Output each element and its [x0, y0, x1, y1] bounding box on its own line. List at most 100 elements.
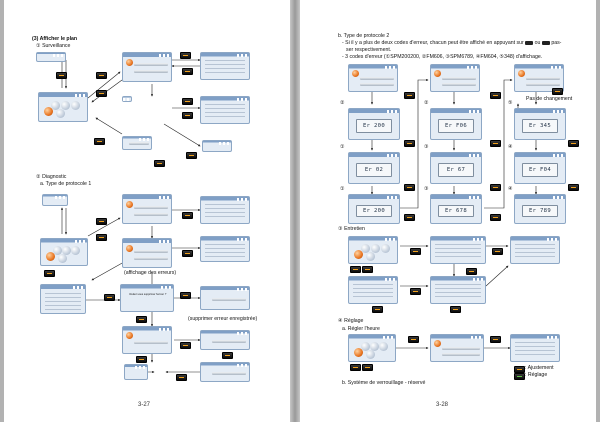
error-code-screen: Er 200 [348, 108, 400, 140]
dialog-screen-thumbnail: Voulez-vous supprimer l'erreur ? [120, 284, 174, 312]
manual-page-left: (3) Afficher le plan ① Surveillance ② Di… [4, 0, 290, 422]
screen-thumb-small [42, 194, 68, 206]
error-code-screen: Er 345 [514, 108, 566, 140]
hardware-key-icon [514, 366, 525, 373]
menu-screen-thumbnail [40, 238, 88, 266]
error-code-screen: Er 02 [348, 152, 400, 184]
diagnostic-heading: ② Diagnostic [36, 174, 67, 180]
screen-thumbnail [122, 238, 172, 268]
hardware-key-icon [222, 352, 233, 359]
hardware-key-icon [182, 112, 193, 119]
screen-thumb-small [202, 140, 232, 152]
circled-number: ④ [508, 144, 513, 150]
hardware-key-icon [350, 364, 361, 371]
hardware-key-icon [372, 306, 383, 313]
hardware-key-icon [410, 288, 421, 295]
menu-screen-thumbnail [38, 92, 88, 122]
hardware-key-icon [408, 336, 419, 343]
supprimer-erreur-label: (supprimer erreur enregistrée) [188, 316, 258, 322]
hardware-key-icon [180, 342, 191, 349]
menu-screen-thumbnail [348, 236, 398, 264]
hardware-key-icon [154, 160, 165, 167]
book-spine [290, 0, 300, 422]
screen-thumbnail [430, 236, 486, 264]
hardware-key-icon [362, 266, 373, 273]
screen-thumbnail [200, 52, 250, 80]
dialog-screen-thumbnail [122, 326, 172, 354]
circled-number: ① [340, 144, 345, 150]
hardware-key-icon [490, 336, 501, 343]
regler-heure-heading: a. Régler l'heure [342, 326, 380, 332]
hardware-key-icon [96, 218, 107, 225]
hardware-key-icon [56, 72, 67, 79]
error-code-display: Er 67 [438, 163, 474, 177]
error-code-screen: Er 200 [348, 194, 400, 224]
hardware-key-icon [490, 184, 501, 191]
reglage-legend: : Réglage [525, 372, 548, 378]
hardware-key-icon [541, 40, 550, 45]
page-number: 3-28 [436, 402, 449, 408]
error-code-screen: Er F06 [430, 108, 482, 140]
circled-number: ② [340, 100, 345, 106]
hardware-key-icon [94, 138, 105, 145]
type2-heading: b. Type de protocole 2 [338, 33, 390, 39]
hardware-key-icon [96, 90, 107, 97]
error-code-display: Er 678 [438, 204, 474, 218]
hardware-key-icon [104, 294, 115, 301]
screen-thumb-small [36, 52, 66, 62]
circled-number: ③ [424, 144, 429, 150]
hardware-key-icon [182, 98, 193, 105]
screen-thumbnail [430, 64, 480, 92]
affichage-erreurs-label: (affichage des erreurs) [124, 270, 177, 276]
error-code-screen: Er 67 [430, 152, 482, 184]
hardware-key-icon [362, 364, 373, 371]
screen-thumb-tiny [119, 96, 132, 102]
error-code-display: Er F06 [438, 119, 474, 133]
error-code-display: Er 200 [356, 119, 392, 133]
description-line-2: ser respectivement. [346, 47, 392, 53]
hardware-key-icon [490, 140, 501, 147]
hardware-key-icon [568, 140, 579, 147]
hardware-key-icon [136, 356, 147, 363]
error-code-display: Er 345 [522, 119, 558, 133]
verrouillage-heading: b. Système de verrouillage - réservé [342, 380, 426, 386]
hardware-key-icon [180, 292, 191, 299]
description-line-3: - 3 codes d'erreur (①SPM200200, ②FM606, … [342, 54, 543, 60]
hardware-key-icon [180, 52, 191, 59]
screen-thumbnail [430, 334, 484, 362]
hardware-key-icon [466, 268, 477, 275]
error-code-display: Er 789 [522, 204, 558, 218]
error-code-display: Er 200 [356, 204, 392, 218]
screen-thumbnail [510, 334, 560, 362]
hardware-key-icon [136, 316, 147, 323]
type1-heading: a. Type de protocole 1 [40, 181, 92, 187]
menu-screen-thumbnail [348, 334, 396, 362]
hardware-key-icon [350, 266, 361, 273]
circled-number: ② [424, 100, 429, 106]
page-number: 3-27 [138, 402, 151, 408]
screen-thumbnail [200, 286, 250, 310]
hardware-key-icon [44, 270, 55, 277]
error-code-display: Er F04 [522, 163, 558, 177]
hardware-key-icon [182, 212, 193, 219]
hardware-key-icon [568, 184, 579, 191]
hardware-key-icon [514, 373, 525, 380]
screen-thumbnail [510, 236, 560, 264]
hardware-key-icon [182, 68, 193, 75]
screen-thumb-small [124, 364, 148, 380]
error-code-screen: Er 678 [430, 194, 482, 224]
entretien-heading: ③ Entretien [338, 226, 365, 232]
screen-thumbnail [348, 276, 398, 304]
manual-page-right: b. Type de protocole 2 - Si il y a plus … [300, 0, 596, 422]
hardware-key-icon [96, 72, 107, 79]
hardware-key-icon [450, 306, 461, 313]
hardware-key-icon [492, 248, 503, 255]
hardware-key-icon [410, 248, 421, 255]
circled-number: ⑤ [508, 100, 513, 106]
screen-thumbnail [200, 96, 250, 124]
screen-thumbnail [40, 284, 86, 314]
screen-thumbnail [122, 52, 172, 82]
circled-number: ③ [424, 186, 429, 192]
hardware-key-icon [404, 214, 415, 221]
hardware-key-icon [525, 40, 534, 45]
